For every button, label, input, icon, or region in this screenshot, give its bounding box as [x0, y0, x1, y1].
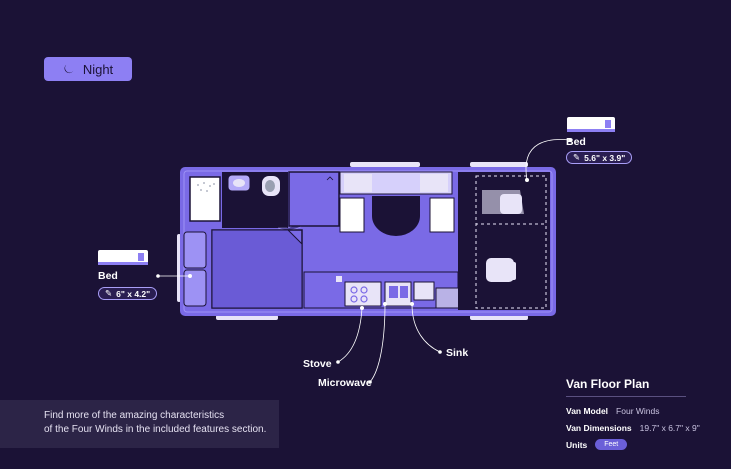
ruler-icon: ✎ — [573, 152, 581, 162]
spec-dimensions-value: 19.7" x 6.7" x 9" — [639, 423, 700, 433]
ruler-icon: ✎ — [105, 288, 113, 298]
stove-label: Stove — [303, 358, 332, 370]
specs-title: Van Floor Plan — [566, 377, 650, 391]
dinette-seat-left — [339, 197, 365, 233]
spec-units-label: Units — [566, 439, 588, 450]
bed-left-label: Bed — [98, 270, 118, 282]
spec-dimensions-label: Van Dimensions — [566, 423, 632, 433]
bed-right-dimensions[interactable]: ✎ 5.6" x 3.9" — [566, 151, 633, 164]
bed-right-label: Bed — [566, 136, 586, 148]
spec-units-row: Units Feet — [566, 439, 628, 450]
driver-seat — [482, 190, 524, 282]
features-info-box: Find more of the amazing characteristics… — [0, 400, 279, 448]
pillow-left — [183, 231, 207, 269]
bed-thumbnail-right — [567, 117, 615, 132]
bed-left-dimensions[interactable]: ✎ 6" x 4.2" — [98, 287, 158, 300]
info-line-1: Find more of the amazing characteristics — [44, 410, 225, 421]
dinette-table — [372, 196, 420, 236]
night-mode-label: Night — [82, 61, 114, 77]
dinette-seat-right — [429, 197, 455, 233]
cab-bed-outline — [475, 175, 547, 309]
bed-thumbnail-left — [98, 250, 148, 265]
spec-model-label: Van Model — [566, 406, 609, 416]
spec-dimensions-row: Van Dimensions 19.7" x 6.7" x 9" — [566, 423, 700, 433]
night-mode-button[interactable]: Night — [44, 57, 132, 81]
sink-label: Sink — [446, 347, 469, 359]
pillow-left-2 — [183, 269, 207, 307]
units-toggle[interactable]: Feet — [595, 439, 628, 450]
specs-divider — [566, 396, 686, 397]
info-line-2: of the Four Winds in the included featur… — [44, 424, 267, 435]
stove — [344, 281, 382, 307]
microwave-label: Microwave — [318, 377, 372, 389]
microwave — [413, 281, 435, 301]
closet — [288, 171, 340, 227]
spec-model-value: Four Winds — [616, 406, 660, 416]
spec-model-row: Van Model Four Winds — [566, 406, 660, 416]
shower — [189, 176, 221, 222]
